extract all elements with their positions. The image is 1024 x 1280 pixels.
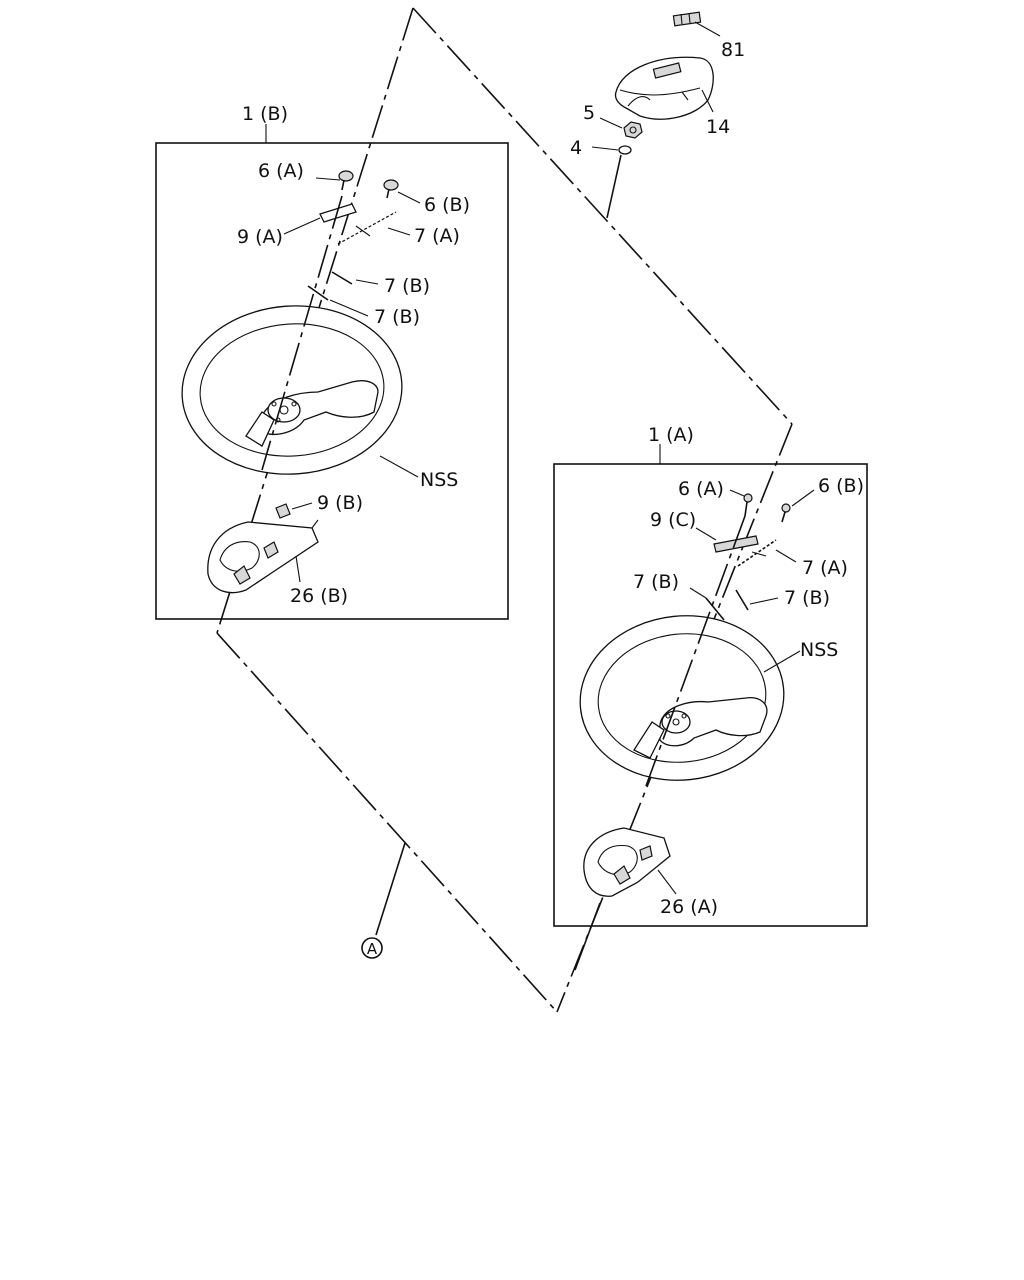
plate-9c — [713, 535, 759, 553]
label-14: 14 — [706, 116, 730, 138]
washer-4 — [618, 145, 632, 155]
label-nss-b: NSS — [420, 469, 458, 491]
label-9c: 9 (C) — [650, 509, 696, 531]
bolt-6a-a — [743, 493, 753, 517]
label-7b-b-1: 7 (B) — [384, 275, 430, 297]
label-6b-b: 6 (B) — [424, 194, 470, 216]
nut-5 — [623, 121, 643, 139]
reference-marker-letter: A — [367, 940, 378, 958]
box-b-title: 1 (B) — [242, 103, 288, 125]
horn-pad-14 — [614, 56, 714, 120]
emblem-81 — [672, 11, 702, 27]
label-6a-a: 6 (A) — [678, 478, 724, 500]
horn-cover-26b — [207, 519, 319, 594]
bolt-6b-b — [383, 179, 399, 199]
spring-7b-a-2 — [735, 589, 749, 611]
label-7b-a-1: 7 (B) — [633, 571, 679, 593]
label-6a-b: 6 (A) — [258, 160, 304, 182]
label-4: 4 — [570, 137, 582, 159]
label-9b: 9 (B) — [317, 492, 363, 514]
kit-box-1b: 1 (B) — [155, 103, 509, 620]
reference-marker: A — [361, 937, 383, 959]
label-9a: 9 (A) — [237, 226, 283, 248]
steering-wheel-nss-b — [181, 305, 403, 475]
spring-7a-a — [737, 539, 777, 567]
kit-box-1a: 1 (A) — [553, 424, 868, 927]
horn-pad-assembly: 81 14 5 4 — [570, 11, 745, 159]
spring-7a-b — [337, 211, 397, 245]
plate-9a — [319, 203, 357, 223]
label-26b: 26 (B) — [290, 585, 348, 607]
label-7b-b-2: 7 (B) — [374, 306, 420, 328]
label-7a-a: 7 (A) — [802, 557, 848, 579]
label-nss-a: NSS — [800, 639, 838, 661]
label-81: 81 — [721, 39, 745, 61]
horn-cover-26a — [583, 827, 671, 897]
spring-7b-b-1 — [331, 271, 353, 285]
bolt-6b-a — [781, 503, 791, 523]
label-7a-b: 7 (A) — [414, 225, 460, 247]
label-6b-a: 6 (B) — [818, 475, 864, 497]
assembly-connector-lines — [216, 7, 793, 1013]
spring-7b-b-2 — [307, 285, 329, 301]
spring-7b-a-1 — [705, 597, 725, 621]
clip-9b — [275, 503, 291, 519]
label-5: 5 — [583, 102, 595, 124]
box-a-title: 1 (A) — [648, 424, 694, 446]
bolt-6a-b — [338, 170, 354, 191]
label-7b-a-2: 7 (B) — [784, 587, 830, 609]
label-26a: 26 (A) — [660, 896, 718, 918]
steering-wheel-nss-a — [579, 615, 785, 781]
